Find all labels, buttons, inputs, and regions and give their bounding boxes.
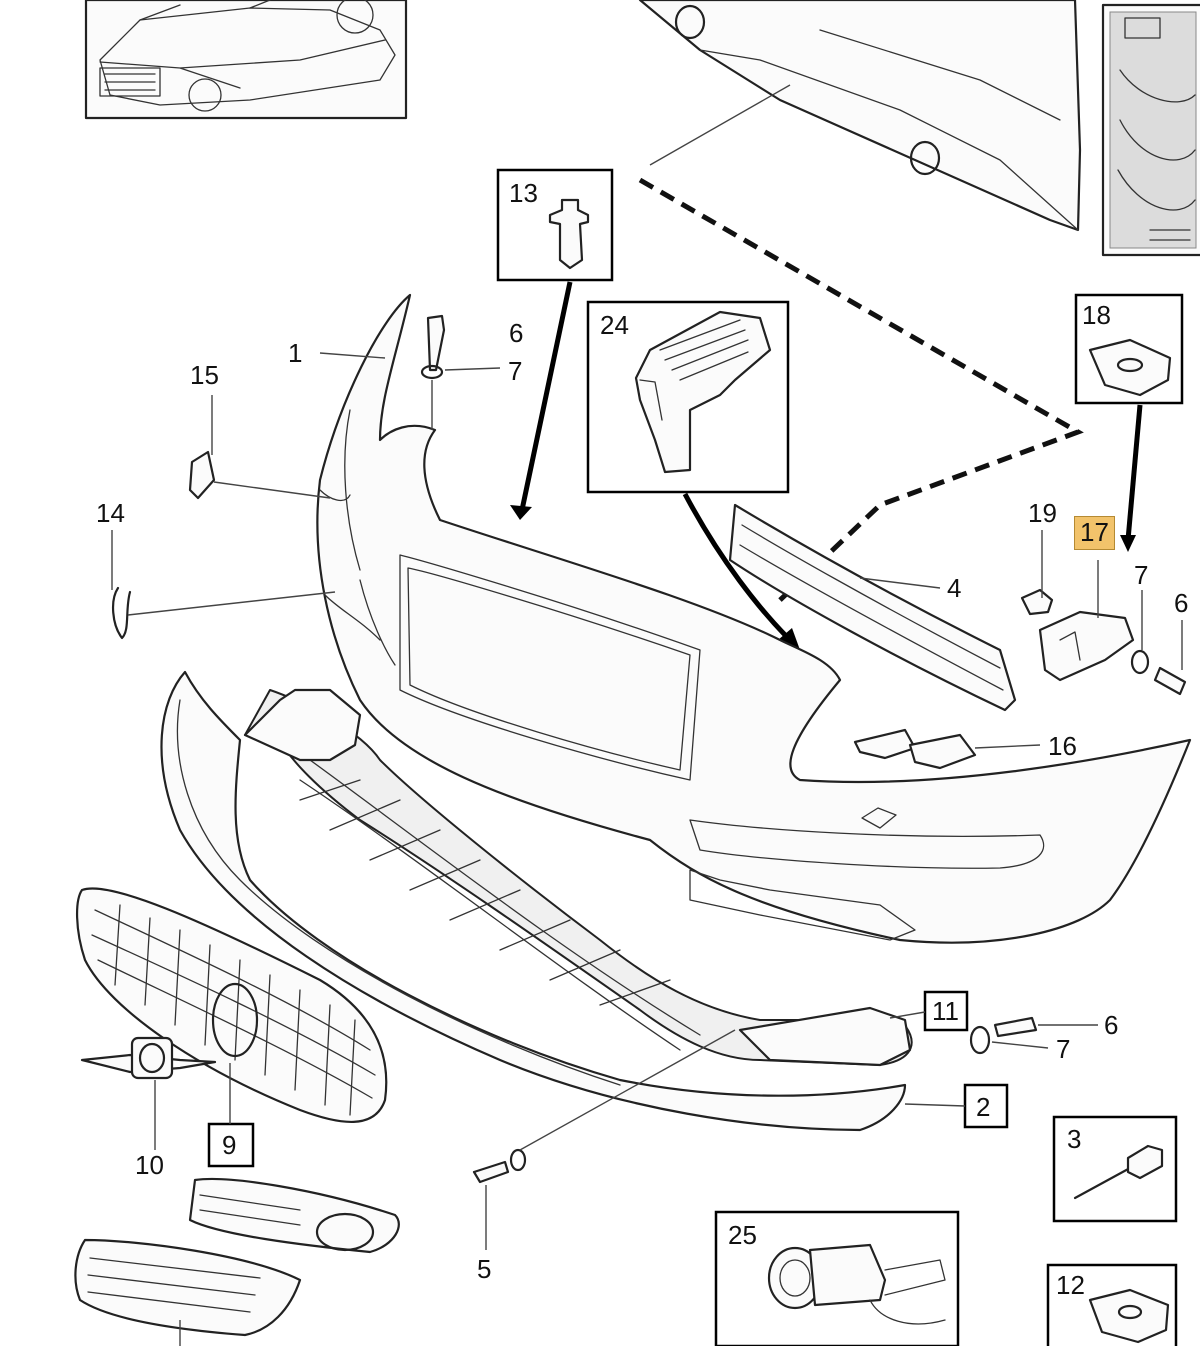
- callout-6-right[interactable]: 6: [1174, 588, 1189, 618]
- leader-lines: [111, 352, 1183, 1346]
- callout-14[interactable]: 14: [96, 498, 125, 528]
- cover-14: [112, 586, 132, 640]
- callout-25[interactable]: 25: [728, 1220, 757, 1250]
- callout-7-top[interactable]: 7: [508, 356, 523, 386]
- callout-7-right[interactable]: 7: [1134, 560, 1149, 590]
- part-3-box: [1052, 1115, 1178, 1223]
- washer-7-top: [420, 364, 444, 380]
- bolt-5: [472, 1160, 510, 1184]
- part-18-box: [1074, 293, 1184, 405]
- car-thumbnail: [84, 0, 408, 120]
- callout-24[interactable]: 24: [600, 310, 629, 340]
- lower-lip: [160, 670, 907, 1132]
- callout-2[interactable]: 2: [976, 1092, 991, 1122]
- bolt-6-right: [1153, 666, 1187, 696]
- reinforcement-bar: [638, 0, 1082, 232]
- bar-leader: [649, 84, 791, 166]
- part-24-box: [586, 300, 790, 494]
- callout-7-mid[interactable]: 7: [1056, 1034, 1071, 1064]
- callout-11[interactable]: 11: [932, 996, 959, 1026]
- callout-3[interactable]: 3: [1067, 1124, 1082, 1154]
- callout-10[interactable]: 10: [135, 1150, 164, 1180]
- part-9-box: [207, 1122, 255, 1168]
- part-11-box: [923, 990, 969, 1032]
- emblem: [80, 1036, 217, 1080]
- callout-4[interactable]: 4: [947, 573, 962, 603]
- bolt-6-mid: [993, 1016, 1038, 1038]
- callout-13[interactable]: 13: [509, 178, 538, 208]
- callout-18[interactable]: 18: [1082, 300, 1111, 330]
- callout-9[interactable]: 9: [222, 1130, 237, 1160]
- part-12-box: [1046, 1263, 1178, 1346]
- clip-19: [1020, 588, 1054, 616]
- washer-7-mid: [969, 1025, 991, 1055]
- lower-bumper-grille: [243, 688, 913, 1067]
- bolt-6-top: [426, 314, 446, 372]
- callout-6-mid[interactable]: 6: [1104, 1010, 1119, 1040]
- bumper-cover: [316, 293, 1192, 944]
- callout-15[interactable]: 15: [190, 360, 219, 390]
- callout-17-highlighted[interactable]: 17: [1074, 516, 1115, 550]
- callout-19[interactable]: 19: [1028, 498, 1057, 528]
- bar-dashed-outline: [638, 177, 1084, 602]
- callout-5[interactable]: 5: [477, 1254, 492, 1284]
- reference-thumbnail: [1101, 3, 1200, 257]
- part-13-box: [496, 168, 614, 282]
- fog-cover-lower: [74, 1238, 302, 1337]
- callout-6-top[interactable]: 6: [509, 318, 524, 348]
- callout-12[interactable]: 12: [1056, 1270, 1085, 1300]
- front-grille: [75, 887, 388, 1124]
- washer-5: [509, 1148, 527, 1172]
- bracket-17: [1038, 610, 1135, 682]
- reflector-15: [188, 450, 216, 500]
- bracket-16: [853, 728, 977, 770]
- washer-7-right: [1130, 649, 1150, 675]
- fog-cover-upper: [188, 1177, 400, 1254]
- upper-grille-strip: [728, 503, 1017, 712]
- callout-16[interactable]: 16: [1048, 731, 1077, 761]
- callout-1[interactable]: 1: [288, 338, 303, 368]
- part-25-box: [714, 1210, 960, 1346]
